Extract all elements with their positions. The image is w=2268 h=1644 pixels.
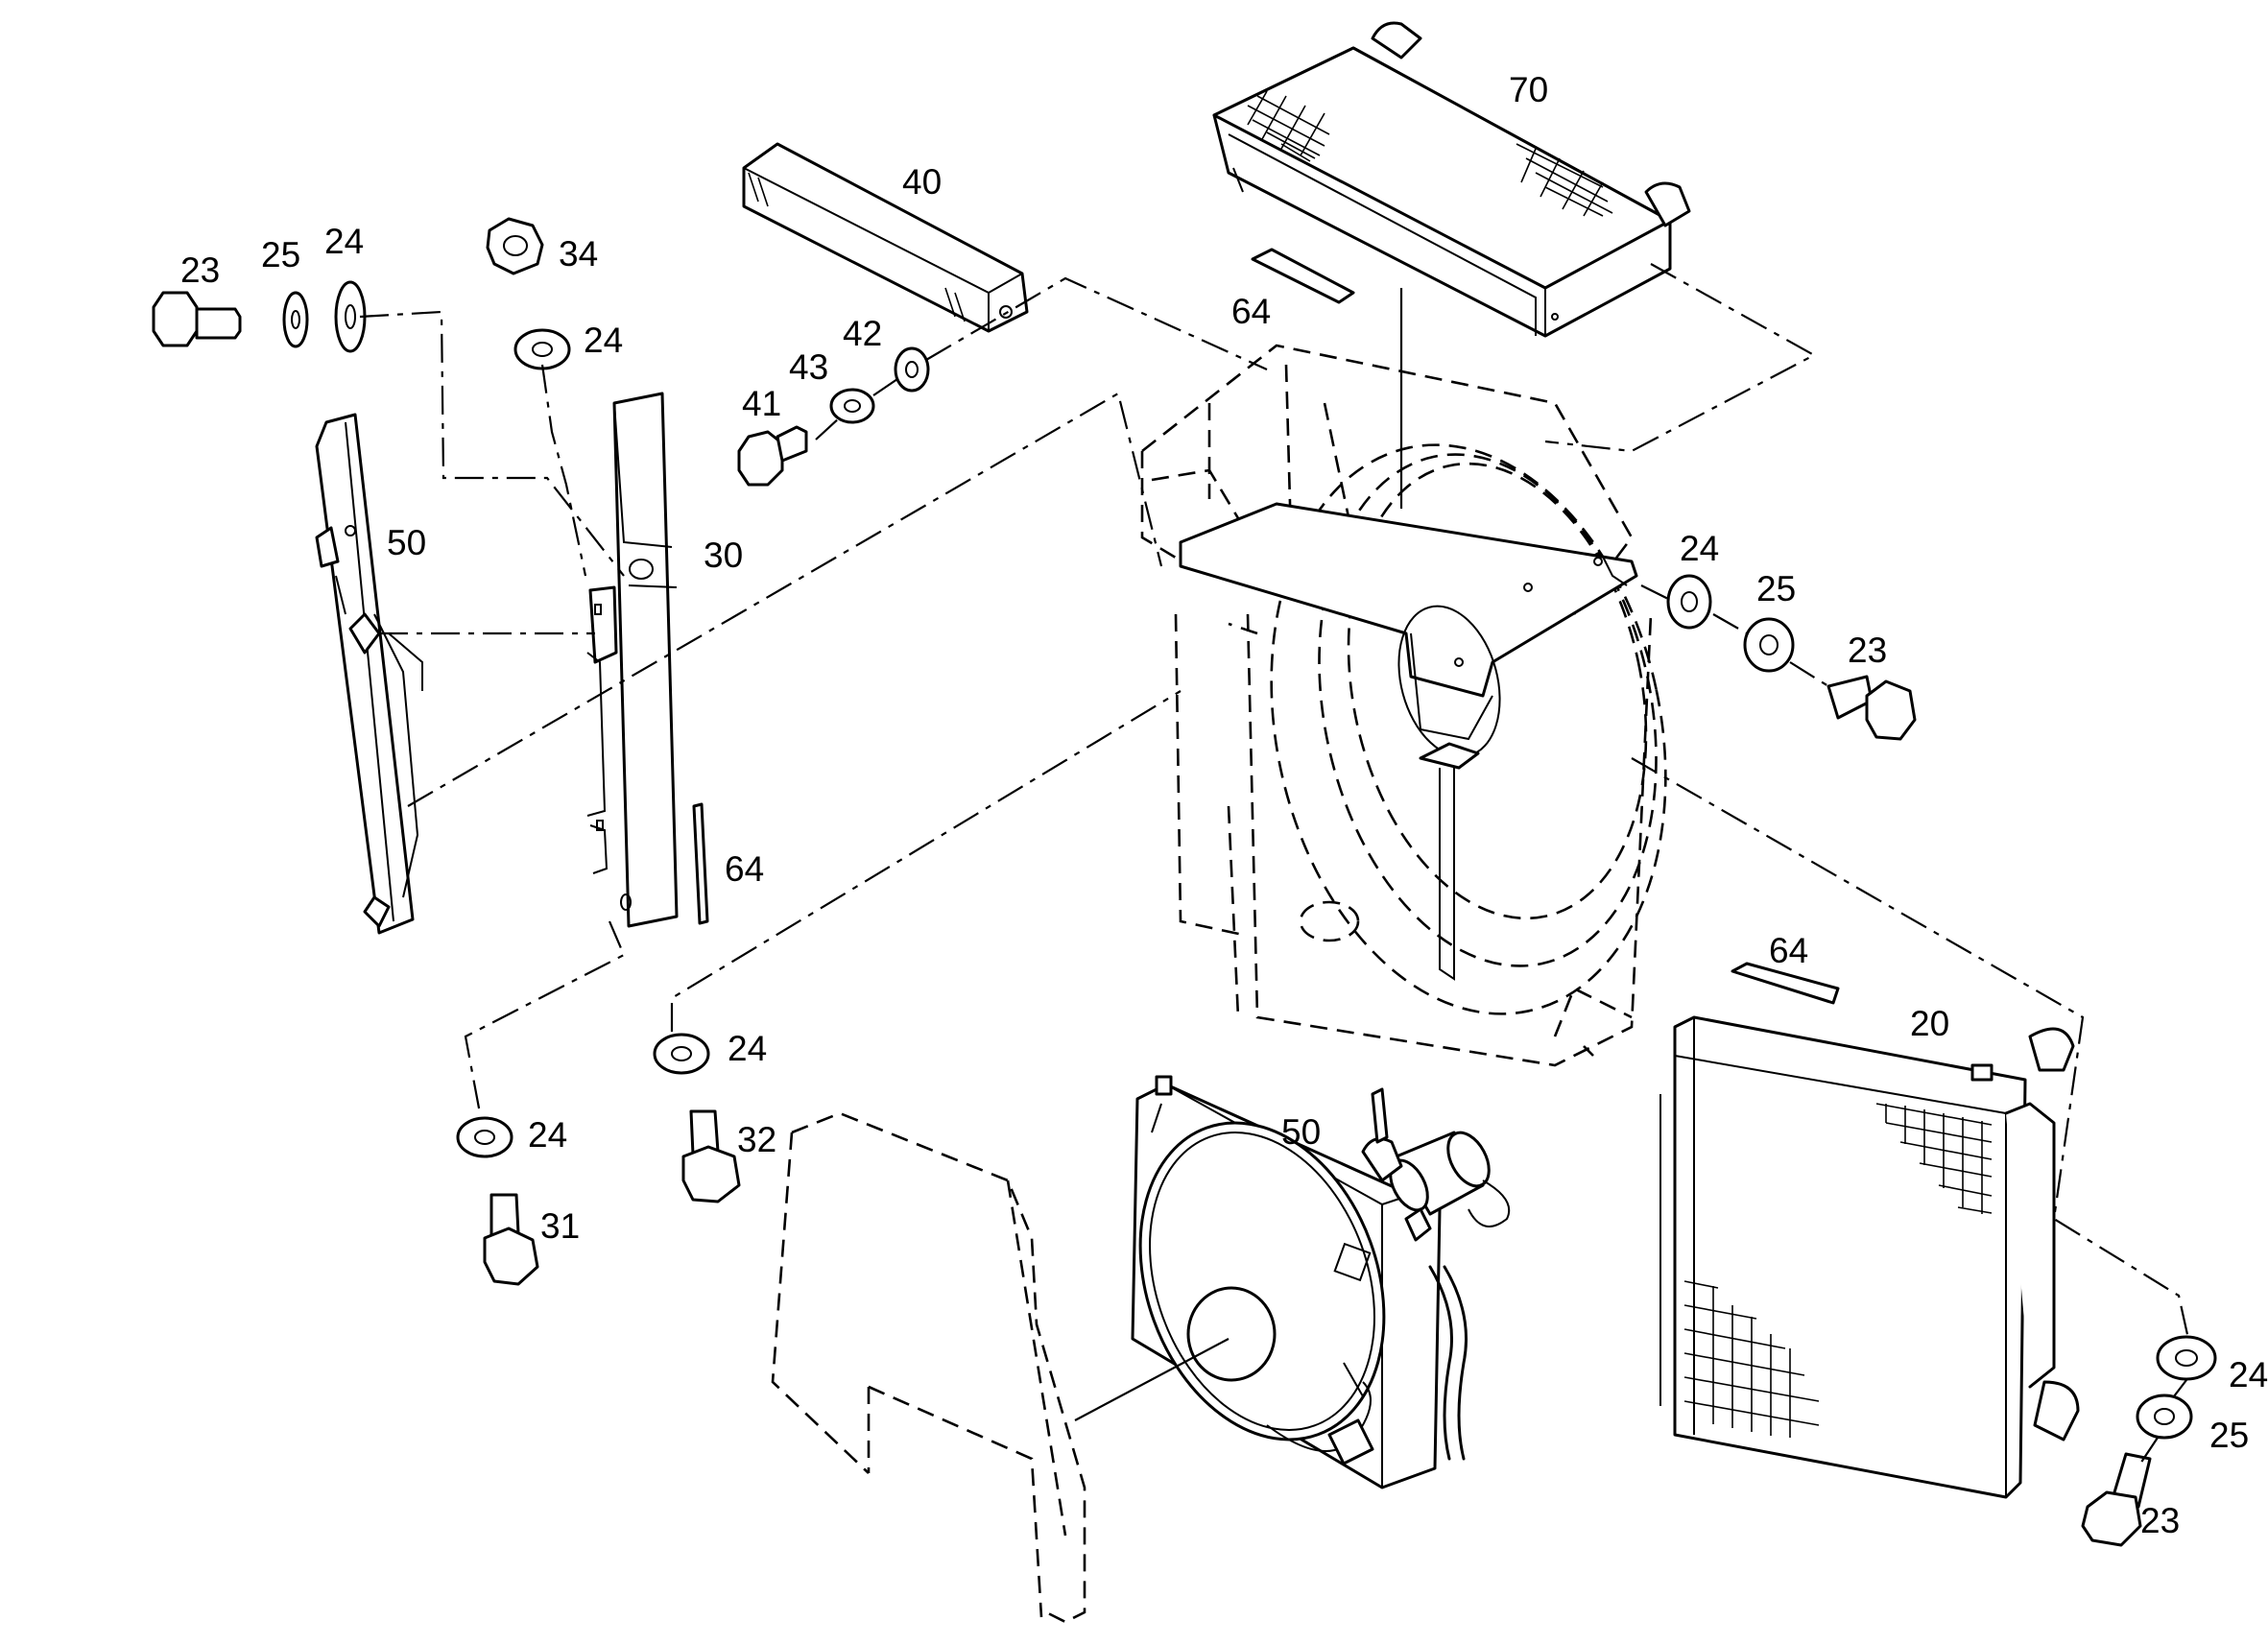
callout-40: 40 [902, 162, 942, 202]
callout-25-top-left: 25 [261, 235, 300, 274]
washer-25-right [1743, 617, 1795, 673]
radiator-20 [1659, 1015, 2080, 1499]
bolt-31 [483, 1193, 539, 1286]
callout-34: 34 [559, 234, 598, 274]
callout-23-bottom-right: 23 [2140, 1501, 2180, 1540]
callout-23-top-left: 23 [180, 250, 220, 290]
callout-43: 43 [789, 347, 828, 387]
side-panel-30 [586, 392, 679, 928]
callout-20: 20 [1910, 1004, 1949, 1043]
callout-64-right: 64 [1769, 931, 1808, 970]
callout-31: 31 [540, 1206, 580, 1246]
washer-24-bottom-left [456, 1116, 513, 1158]
callout-50-left: 50 [387, 523, 426, 562]
bolt-23-right [1826, 675, 1917, 741]
intercooler-70 [1212, 21, 1691, 338]
leader-lines [359, 263, 2190, 1465]
washer-24-right [1666, 574, 1712, 630]
washer-43 [829, 388, 875, 424]
callout-25-right: 25 [1756, 569, 1796, 608]
frame-shroud [1140, 344, 1667, 1067]
lower-shroud [771, 1111, 1086, 1624]
cooler-element-40 [742, 142, 1029, 333]
callout-41: 41 [742, 384, 781, 423]
fan-assembly-50 [1131, 1075, 1511, 1489]
callout-23-right: 23 [1848, 631, 1887, 670]
fastener-set-top-left [152, 280, 367, 353]
callout-42: 42 [843, 314, 882, 353]
seal-strip-64-vertical [692, 802, 709, 925]
callout-70: 70 [1509, 70, 1548, 109]
callout-labels: 70 40 64 23 25 24 34 24 42 43 41 50 30 2… [180, 70, 2268, 1540]
washer-24-under-nut [513, 328, 571, 370]
bolt-23-bottom-right [2081, 1452, 2152, 1547]
seal-strip-64-top [1251, 248, 1355, 304]
washer-42 [894, 346, 930, 393]
callout-50-fan: 50 [1281, 1112, 1321, 1152]
callout-24-bottom-right: 24 [2229, 1355, 2268, 1394]
washer-24-bottom-right [2156, 1335, 2217, 1381]
callout-64-top: 64 [1231, 292, 1271, 331]
callout-24-bottom-middle: 24 [728, 1029, 767, 1068]
washer-25-bottom-right [2136, 1394, 2193, 1440]
bolt-41 [737, 425, 808, 487]
frame-crossmember [1179, 502, 1638, 981]
oil-cooler-50-left [315, 413, 423, 935]
callout-24-bottom-left: 24 [528, 1115, 567, 1155]
callout-30: 30 [704, 536, 743, 575]
seal-strip-64-right [1731, 962, 1840, 1005]
callout-24-under-nut: 24 [584, 321, 623, 360]
washer-24-bottom-middle [653, 1033, 710, 1075]
callout-24-top-left: 24 [324, 222, 364, 261]
nut-34 [486, 217, 544, 275]
callout-25-bottom-right: 25 [2209, 1416, 2249, 1455]
bolt-32 [681, 1109, 741, 1203]
callout-64-mid: 64 [725, 849, 764, 889]
callout-24-right: 24 [1680, 529, 1719, 568]
callout-32: 32 [737, 1120, 776, 1159]
